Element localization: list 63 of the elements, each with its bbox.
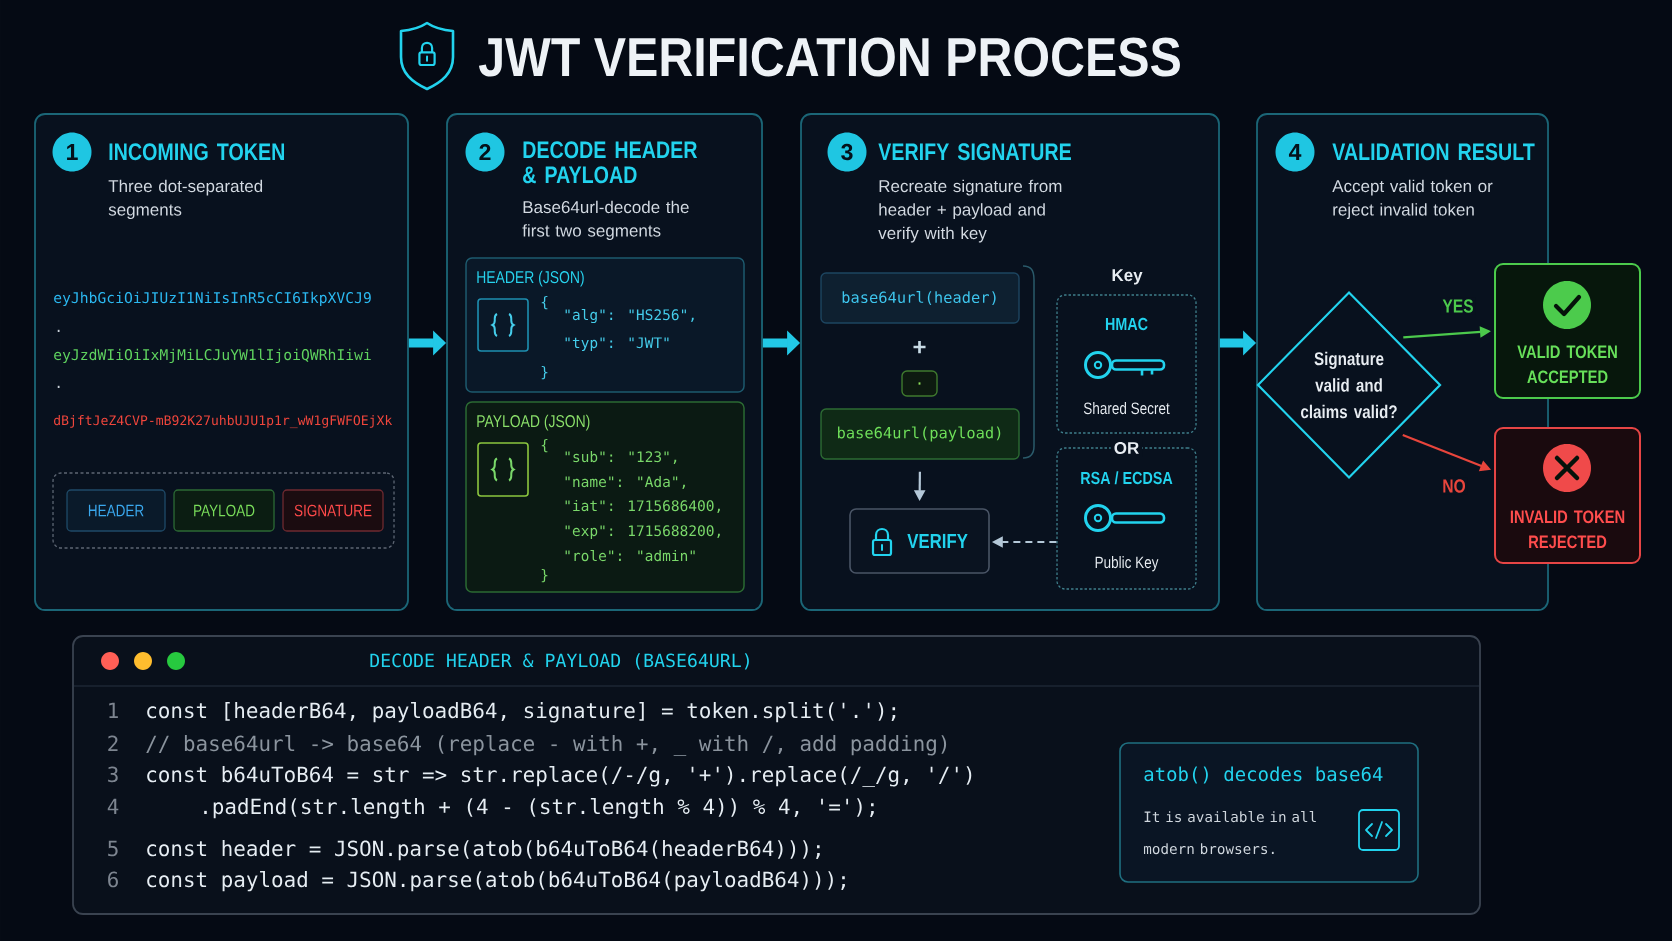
line-number: 2 (108, 735, 118, 751)
step-number-badge: 4 (1275, 132, 1315, 172)
token-separator: . (57, 329, 60, 332)
token-text: eyJhbGciOiJIUzI1NiIsInR5cCI6IkpXVCJ9 (54, 291, 371, 307)
code-line: "role": "admin" (565, 549, 695, 562)
step-number-badge: 1 (52, 132, 92, 172)
code-line: "iat": 1715686400, (565, 499, 720, 514)
segment-tag: SIGNATURE (282, 489, 384, 532)
line-number: 1 (109, 702, 118, 718)
plus-sign: + (913, 340, 926, 354)
edge-label: NO (1440, 477, 1468, 495)
code-line: "name": "Ada", (565, 475, 685, 490)
result-box: VALID TOKEN ACCEPTED (1494, 263, 1641, 399)
code-chip: base64url(header) (820, 272, 1020, 324)
code-line: } (541, 365, 548, 380)
code-line: const header = JSON.parse(atob(b64uToB64(headerB64))); (147, 840, 820, 861)
code-line: const [headerB64, payloadB64, signature] = token.split('.'); (147, 702, 896, 723)
step-description: Accept valid token or reject invalid token (1332, 179, 1493, 219)
step-description: Base64url-decode the first two segments (522, 200, 689, 240)
dashed-box (52, 472, 395, 549)
segment-tag: PAYLOAD (173, 489, 275, 532)
code-line: } (541, 568, 548, 583)
segment-tag: HEADER (66, 489, 166, 532)
token-separator: . (57, 385, 60, 388)
edge-label: YES (1440, 297, 1476, 315)
code-line: { (541, 295, 548, 310)
verify-button: VERIFY (849, 508, 990, 574)
line-number: 6 (108, 871, 118, 888)
step-heading: INCOMING TOKEN (109, 143, 284, 161)
line-number: 3 (108, 766, 118, 783)
json-title: PAYLOAD (JSON) (477, 414, 590, 431)
code-line: const payload = JSON.parse(atob(b64uToB64(payloadB64))); (147, 871, 845, 892)
note-title: atob() decodes base64 (1144, 766, 1383, 784)
code-line: "alg": "HS256", (565, 308, 694, 324)
key-type: HMAC (1105, 317, 1148, 331)
result-box: INVALID TOKEN REJECTED (1494, 427, 1641, 564)
code-line: { (541, 438, 548, 453)
key-type: RSA / ECDSA (1081, 471, 1173, 485)
diagram-title: JWT VERIFICATION PROCESS (478, 37, 1180, 77)
step-number-badge: 3 (827, 132, 867, 172)
code-line: "typ": "JWT" (565, 337, 669, 351)
token-text: dBjftJeZ4CVP-mB92K27uhbUJU1p1r_wW1gFWFOEjXk (54, 415, 393, 429)
line-number: 4 (107, 798, 119, 814)
line-number: 5 (108, 840, 118, 857)
code-line: // base64url -> base64 (replace - with +, _ with /, add padding) (146, 735, 947, 756)
key-caption: Shared Secret (1083, 402, 1170, 415)
step-heading: DECODE HEADER & PAYLOAD (523, 141, 698, 184)
code-line: const b64uToB64 = str => str.replace(/-/g, '+').replace(/_/g, '/') (147, 766, 972, 787)
step-description: Recreate signature from header + payload and verify with key (878, 179, 1062, 243)
key-caption: Public Key (1095, 556, 1159, 572)
step-heading: VERIFY SIGNATURE (878, 143, 1071, 161)
window-title: DECODE HEADER & PAYLOAD (BASE64URL) (370, 653, 749, 670)
code-chip: base64url(payload) (820, 408, 1020, 460)
code-chip: . (901, 370, 938, 397)
token-text: eyJzdWIiOiIxMjMiLCJuYW1lIjoiQWRhIiwi (54, 348, 371, 364)
step-description: Three dot-separated segments (108, 179, 263, 219)
code-line: "exp": 1715688200, (565, 525, 720, 539)
step-number-badge: 2 (465, 132, 505, 172)
json-title: HEADER (JSON) (477, 270, 584, 287)
code-line: .padEnd(str.length + (4 - (str.length % 4)) % 4, '='); (204, 798, 874, 819)
code-line: "sub": "123", (565, 450, 677, 465)
step-heading: VALIDATION RESULT (1332, 143, 1535, 161)
note-text: It is available in all modern browsers. (1144, 811, 1316, 855)
